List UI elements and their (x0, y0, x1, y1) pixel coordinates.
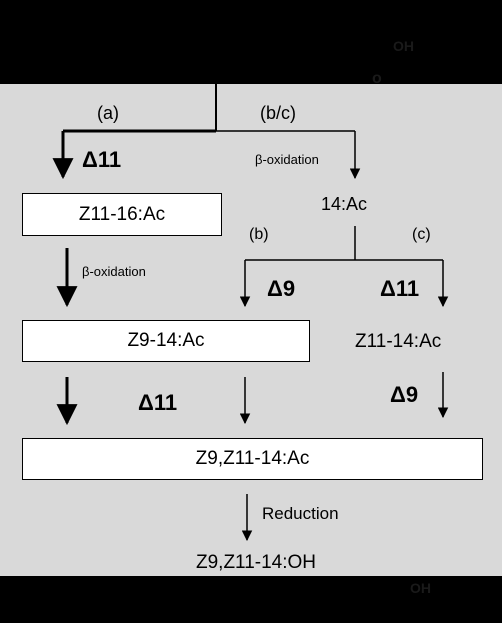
branch-a-label: (a) (97, 103, 119, 123)
beta-oxidation-a-label: β-oxidation (82, 264, 146, 279)
oxygen-label-top: o (372, 70, 382, 87)
compound-z9-z11-14-oh: Z9,Z11-14:OH (196, 552, 317, 573)
branch-bc-label: (b/c) (260, 103, 296, 123)
delta11-a-label: Δ11 (82, 147, 122, 172)
delta11-mid-label: Δ11 (138, 390, 178, 415)
reduction-label: Reduction (262, 504, 339, 523)
compound-box-z9-z11-14-ac: Z9,Z11-14:Ac (22, 438, 483, 480)
oh-label-bottom: OH (410, 580, 431, 596)
compound-14-ac: 14:Ac (321, 194, 368, 214)
beta-oxidation-bc-label: β-oxidation (255, 152, 319, 167)
compound-box-z11-16-ac: Z11-16:Ac (22, 193, 222, 236)
delta9-c-label: Δ9 (390, 382, 419, 407)
delta9-b-label: Δ9 (267, 276, 296, 301)
compound-z11-14-ac: Z11-14:Ac (355, 331, 442, 352)
oh-label-top: OH (393, 38, 414, 54)
compound-box-z9-14-ac: Z9-14:Ac (22, 320, 310, 362)
branch-b-label: (b) (249, 226, 269, 243)
branch-c-label: (c) (412, 226, 431, 243)
delta11-c-label: Δ11 (380, 276, 420, 301)
